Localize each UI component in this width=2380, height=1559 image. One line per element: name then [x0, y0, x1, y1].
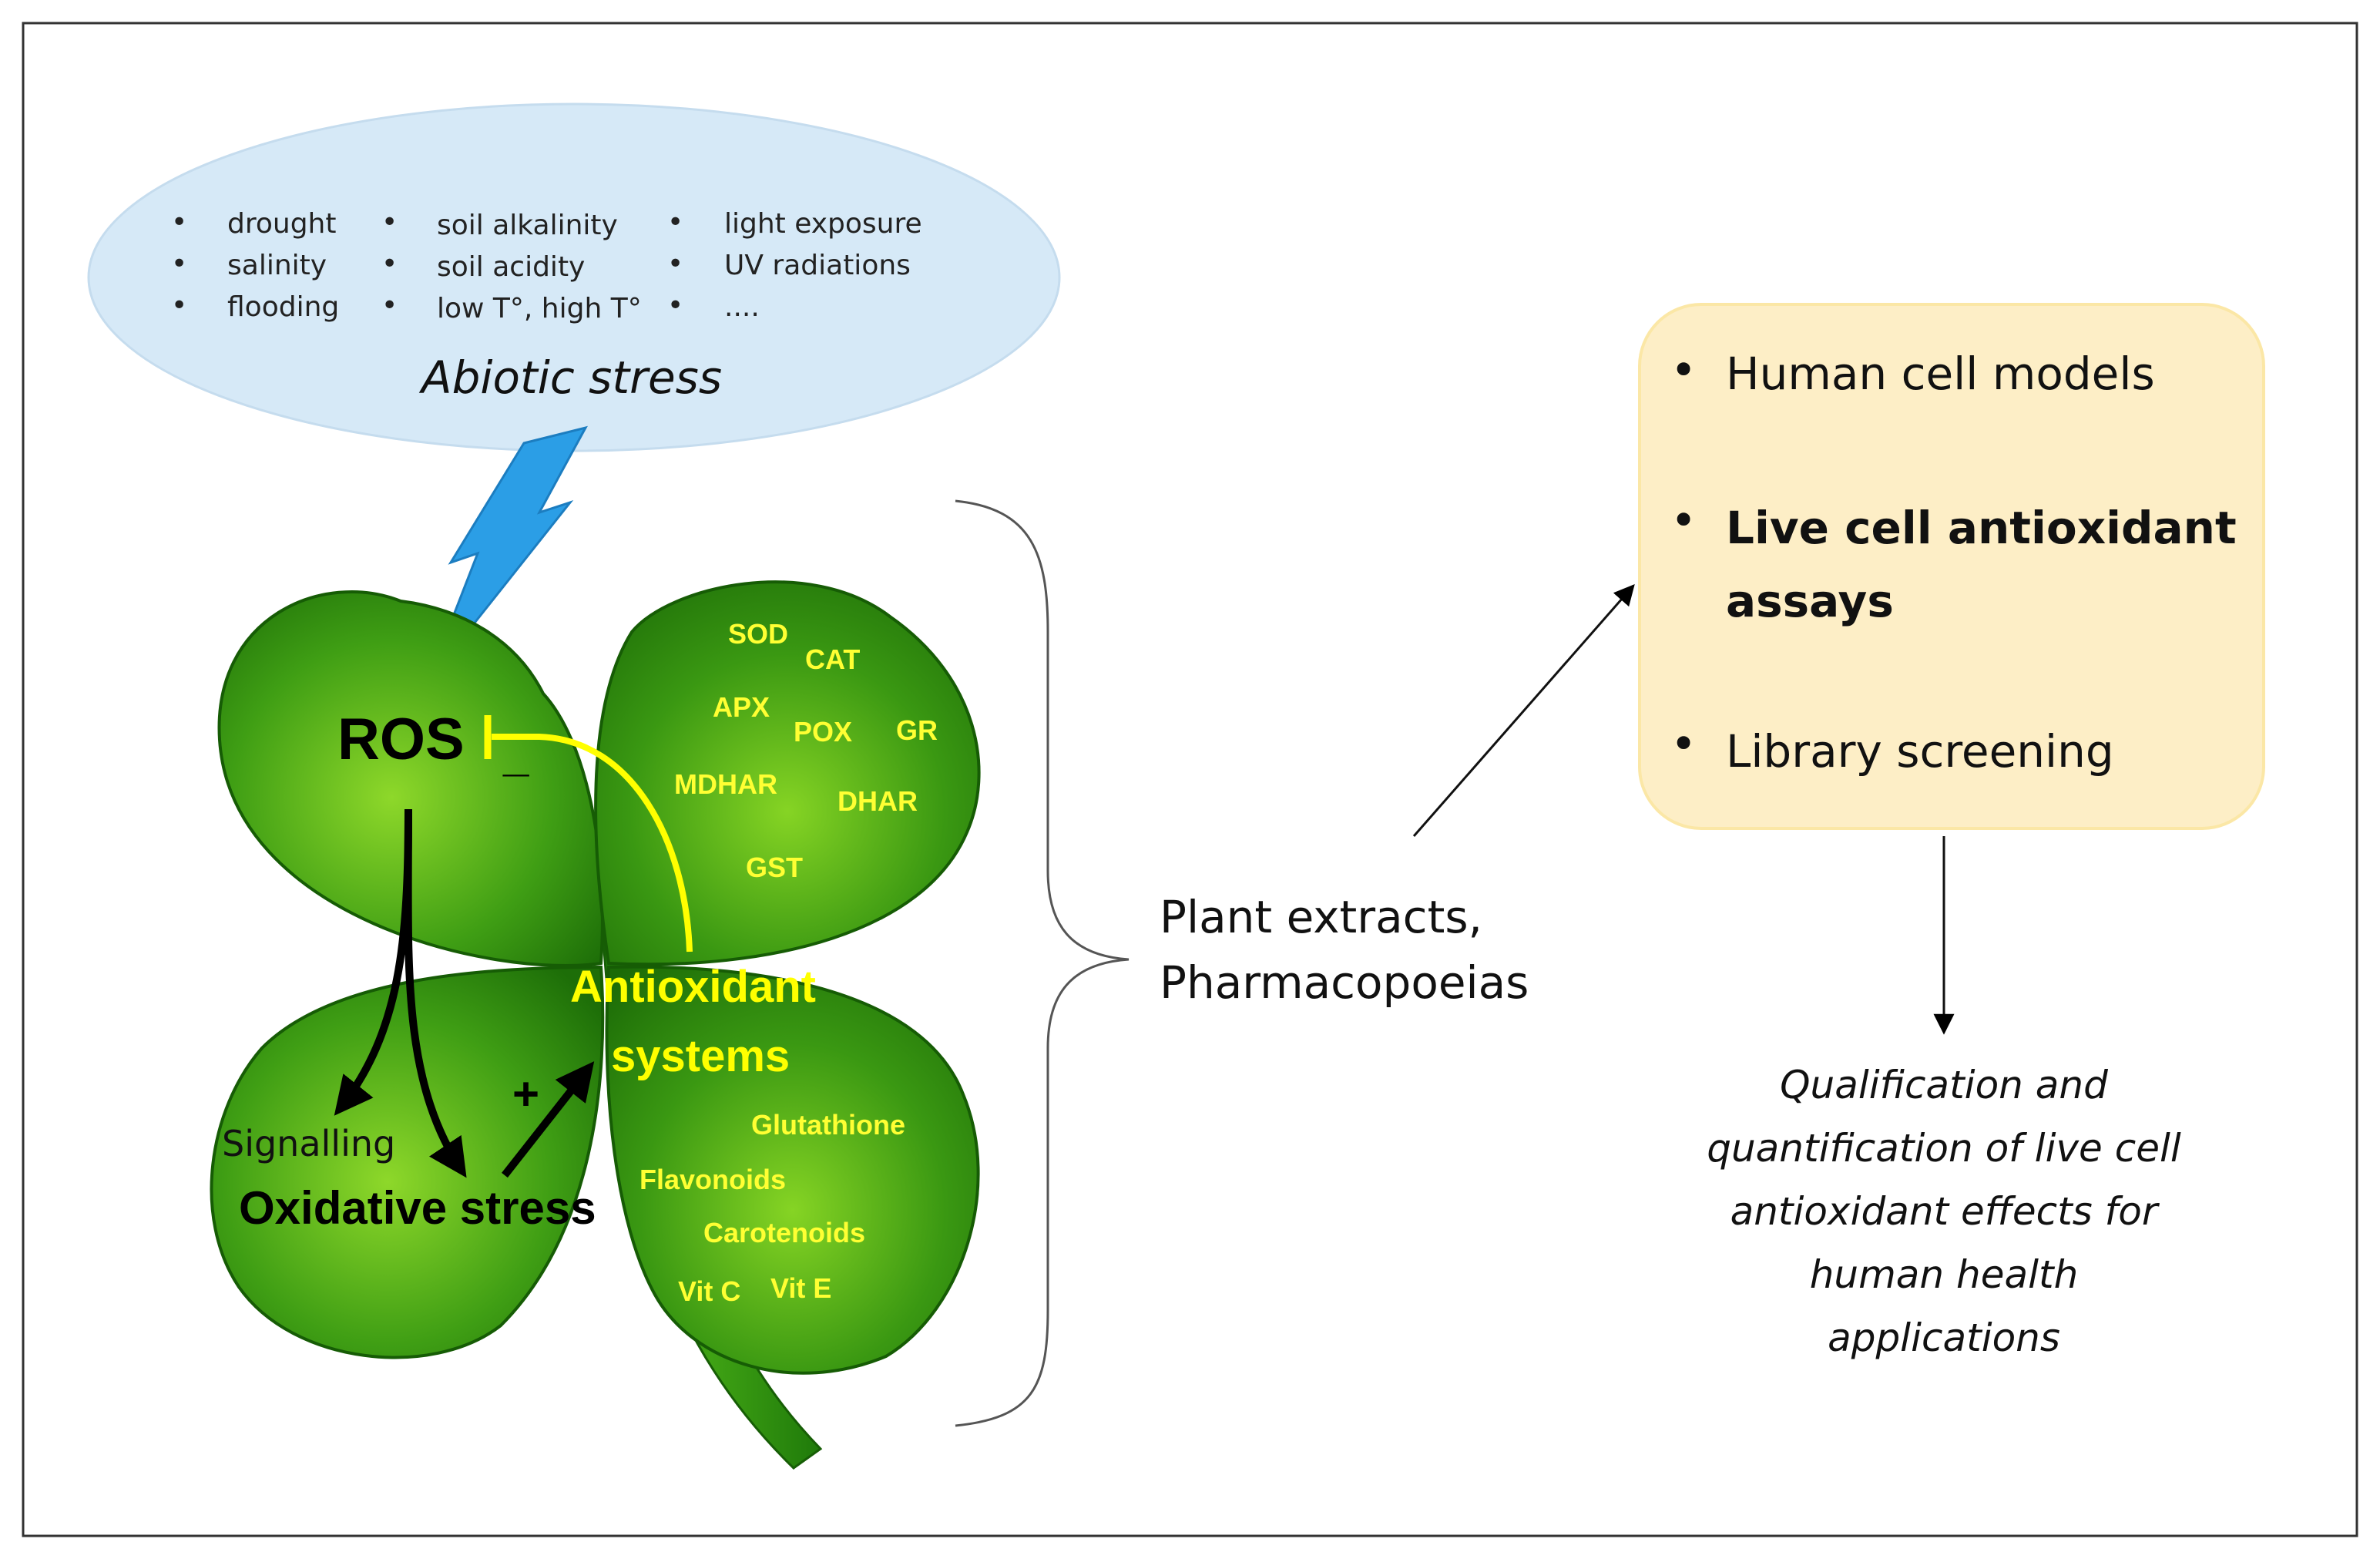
antioxidant-title-line2: systems: [611, 1031, 790, 1081]
stress-item: UV radiations: [724, 250, 911, 281]
assay-item-library-screening: Library screening: [1726, 725, 2114, 778]
arrow-oxidative-to-antioxidant: [502, 1061, 595, 1178]
bullet-icon: •: [667, 248, 683, 280]
leaf-bottom-left: [210, 965, 605, 1359]
enzyme-label: CAT: [805, 643, 860, 675]
stress-item: drought: [227, 208, 337, 240]
enzyme-label: GR: [896, 714, 938, 746]
compound-label: Vit C: [678, 1275, 740, 1307]
enzyme-label: DHAR: [838, 785, 918, 817]
antioxidant-compounds: Glutathione Flavonoids Carotenoids Vit C…: [639, 1109, 905, 1307]
oxidative-stress-label: Oxidative stress: [239, 1182, 596, 1234]
leaf-top-left: [217, 590, 604, 967]
plant-extracts-line1: Plant extracts,: [1160, 891, 1482, 943]
enzyme-label: SOD: [728, 618, 788, 650]
bullet-icon: •: [1670, 717, 1697, 770]
outcome-line: human health: [1810, 1252, 2079, 1297]
bullet-icon: •: [667, 207, 683, 238]
arrow-ros-to-oxidative-stress: [404, 808, 467, 1178]
stress-item: salinity: [227, 250, 327, 281]
compound-label: Flavonoids: [639, 1164, 786, 1195]
bullet-icon: •: [667, 290, 683, 321]
bullet-icon: •: [1670, 344, 1697, 396]
ros-label: ROS: [337, 707, 465, 772]
stress-item: soil acidity: [437, 251, 585, 283]
outcome-line: applications: [1828, 1315, 2060, 1360]
plant-extracts-line2: Pharmacopoeias: [1160, 956, 1529, 1009]
bullet-icon: •: [381, 290, 398, 321]
assay-item-live-cell-line1: Live cell antioxidant: [1726, 502, 2237, 554]
leaf-top-right: [594, 580, 981, 966]
bullet-icon: •: [171, 248, 187, 280]
antioxidant-title-line1: Antioxidant: [570, 962, 816, 1012]
arrow-to-assays-box: [1412, 583, 1635, 837]
outcome-line: antioxidant effects for: [1730, 1189, 2160, 1234]
plus-sign: +: [512, 1068, 539, 1120]
antioxidant-enzymes: SOD CAT APX POX GR MDHAR DHAR GST: [674, 618, 938, 883]
stress-item: light exposure: [724, 208, 922, 240]
enzyme-label: POX: [794, 716, 852, 748]
abiotic-stress-title: Abiotic stress: [418, 351, 722, 404]
bullet-icon: •: [381, 248, 398, 280]
stress-item: low T°, high T°: [437, 293, 642, 324]
assays-box: [1638, 303, 2265, 830]
bullet-icon: •: [171, 207, 187, 238]
enzyme-label: GST: [746, 852, 803, 883]
compound-label: Carotenoids: [703, 1217, 865, 1248]
antioxidant-feedback-arc: [492, 734, 693, 953]
abiotic-stress-list: • • • drought salinity flooding • • • so…: [171, 207, 922, 324]
compound-label: Glutathione: [751, 1109, 905, 1141]
bullet-icon: •: [1670, 494, 1697, 546]
clover-plant: [210, 580, 981, 1470]
outcome-line: quantification of live cell: [1707, 1126, 2181, 1171]
curly-brace: [955, 499, 1130, 1427]
leaf-bottom-right: [605, 965, 980, 1375]
compound-label: Vit E: [770, 1272, 831, 1304]
enzyme-label: MDHAR: [674, 768, 777, 800]
stress-item: ....: [724, 291, 760, 323]
signalling-label: Signalling: [222, 1123, 395, 1164]
assay-item-human-cell-models: Human cell models: [1726, 348, 2155, 400]
figure-frame: [22, 22, 2358, 1537]
stress-item: soil alkalinity: [437, 210, 618, 241]
bullet-icon: •: [381, 207, 398, 238]
enzyme-label: APX: [713, 691, 770, 723]
bullet-icon: •: [171, 290, 187, 321]
stress-item: flooding: [227, 291, 339, 323]
outcome-line: Qualification and: [1780, 1063, 2108, 1107]
assay-item-live-cell-line2: assays: [1726, 575, 1894, 627]
outcome-text: Qualification and quantification of live…: [1707, 1063, 2181, 1360]
